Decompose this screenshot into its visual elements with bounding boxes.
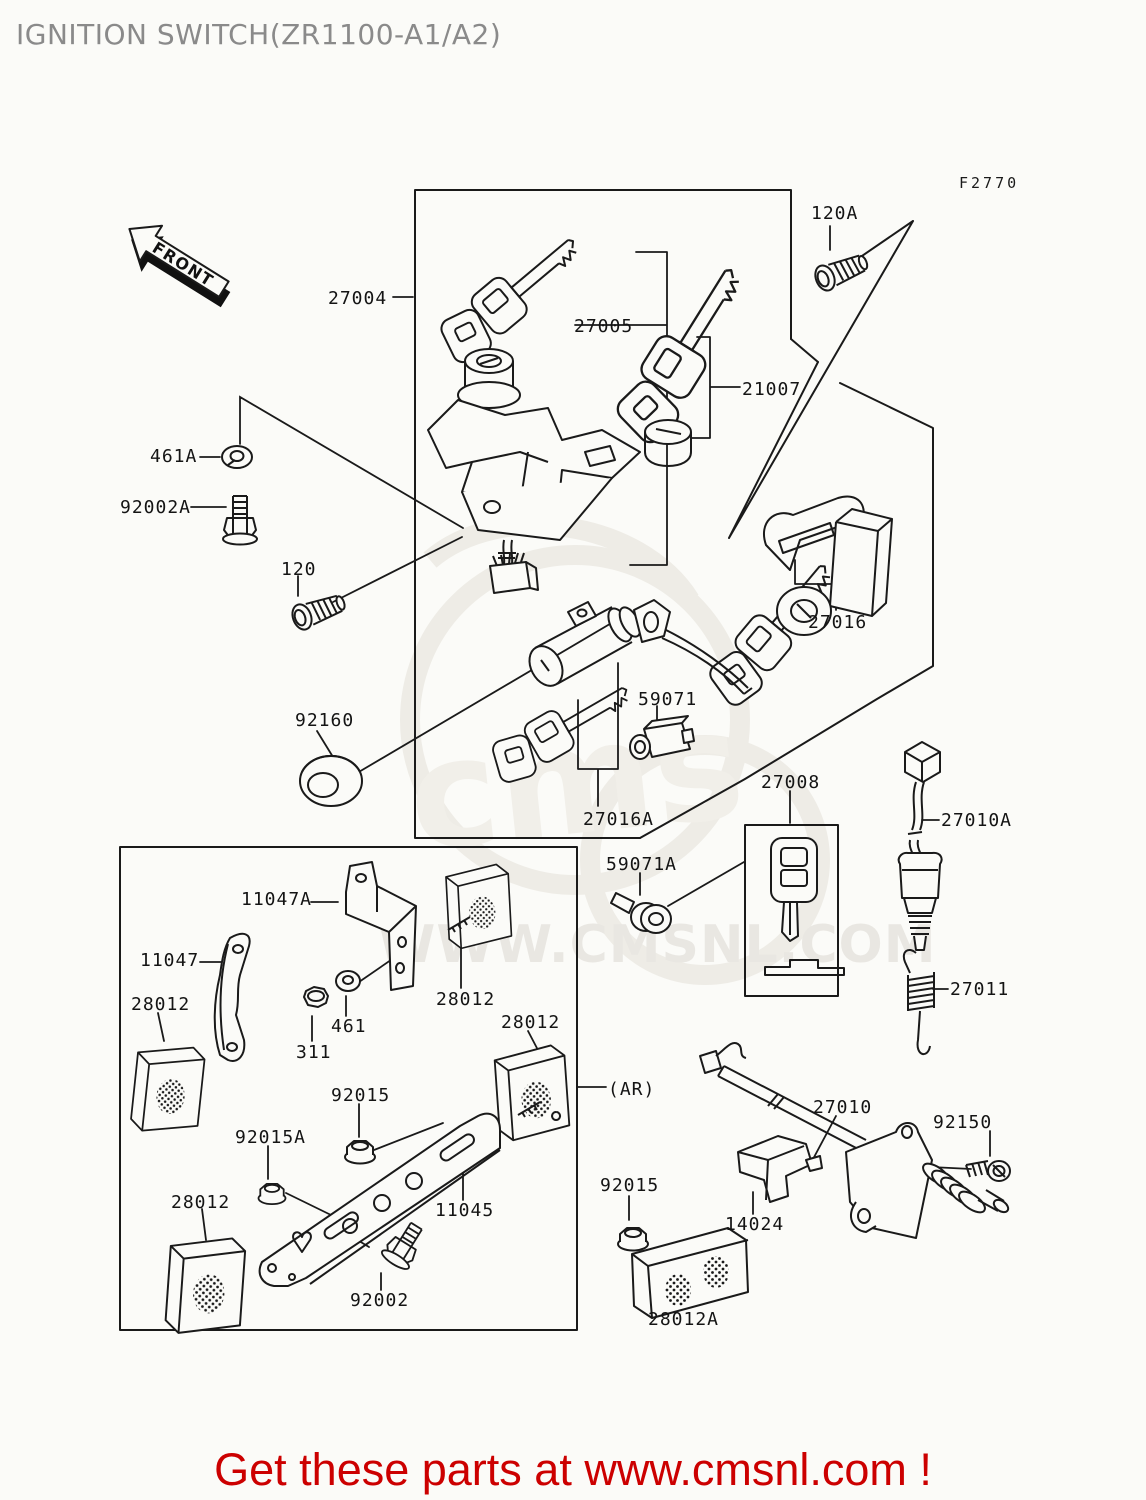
part-label-59071A: 59071A [606, 854, 678, 875]
part-label-27010A: 27010A [941, 810, 1013, 831]
part-label-28012-mid: 28012 [436, 989, 496, 1010]
part-label-28012-left: 28012 [131, 994, 191, 1015]
bracket-14024-drawing [737, 1135, 823, 1203]
part-label-27011: 27011 [950, 979, 1010, 1000]
part-label-461A: 461A [150, 446, 198, 467]
footer-link-text[interactable]: Get these parts at www.cmsnl.com ! [214, 1444, 932, 1495]
part-label-27008: 27008 [761, 772, 821, 793]
part-label-27016: 27016 [808, 612, 868, 633]
washer-461A-drawing [221, 445, 253, 469]
cable-switch-27010-drawing [699, 1042, 1010, 1239]
reflector-stud-mid [447, 916, 471, 933]
grommet-92160-drawing [299, 754, 363, 807]
reflector-28012-right-drawing [493, 1043, 572, 1143]
part-label-27016A: 27016A [583, 809, 655, 830]
front-arrow: FRONT [128, 224, 231, 308]
switch-27010A-drawing [897, 741, 943, 951]
part-label-28012-right: 28012 [501, 1012, 561, 1033]
part-label-92002A: 92002A [120, 497, 192, 518]
part-label-AR: (AR) [608, 1079, 656, 1100]
part-label-92015A: 92015A [235, 1127, 307, 1148]
fuel-cap-drawing [644, 419, 692, 467]
reflector-28012-left-drawing [129, 1040, 207, 1138]
part-label-461: 461 [331, 1016, 367, 1037]
nut-92015-bottom-drawing [617, 1227, 649, 1252]
reflector-28012A-drawing [631, 1227, 749, 1319]
bracket-11047-drawing [213, 932, 251, 1062]
key-blank-27008-drawing [764, 837, 845, 976]
part-label-92015-mid: 92015 [331, 1085, 391, 1106]
washer-461-drawing [335, 970, 361, 992]
part-label-27004: 27004 [328, 288, 388, 309]
bracket-11047A-drawing [345, 861, 417, 991]
page-title: IGNITION SWITCH(ZR1100-A1/A2) [16, 18, 502, 51]
group-boxes [119, 189, 934, 1331]
bolt-92002-drawing [378, 1216, 431, 1274]
reflector-studs-right [517, 1101, 562, 1121]
part-label-11047A: 11047A [241, 889, 313, 910]
part-label-120: 120 [281, 559, 317, 580]
part-label-21007: 21007 [742, 379, 802, 400]
part-label-311: 311 [296, 1042, 332, 1063]
fiche-code: F2770 [959, 174, 1020, 192]
part-label-11045: 11045 [435, 1200, 495, 1221]
reflector-28012-bottom-drawing [163, 1233, 247, 1339]
bracket-11045-drawing [258, 1112, 501, 1287]
key-27005-drawing [428, 222, 595, 374]
reflector-28012-mid-drawing [444, 863, 513, 950]
part-label-14024: 14024 [725, 1214, 785, 1235]
part-label-27005: 27005 [574, 316, 634, 337]
bolt-120A-drawing [810, 248, 873, 295]
part-label-11047: 11047 [140, 950, 200, 971]
nut-92015A-drawing [257, 1183, 287, 1206]
nut-311-drawing [303, 986, 329, 1008]
seat-lock-barrel-drawing [528, 599, 753, 695]
nut-92015-mid-drawing [344, 1140, 376, 1165]
part-label-92150: 92150 [933, 1112, 993, 1133]
part-label-28012-bottom: 28012 [171, 1192, 231, 1213]
part-label-28012A: 28012A [648, 1309, 720, 1330]
part-label-92160: 92160 [295, 710, 355, 731]
screw-92150-drawing [965, 1160, 1011, 1182]
helmet-lock-drawing [763, 495, 893, 636]
ignition-switch-drawing [427, 348, 641, 594]
spring-27011-drawing [902, 949, 935, 1056]
part-label-120A: 120A [811, 203, 859, 224]
part-label-59071: 59071 [638, 689, 698, 710]
clamp-59071A-drawing [610, 892, 672, 934]
part-label-27010: 27010 [813, 1097, 873, 1118]
part-label-92015-bottom: 92015 [600, 1175, 660, 1196]
bolt-92002A-drawing [222, 495, 258, 546]
part-label-92002: 92002 [350, 1290, 410, 1311]
switch-59071-drawing [629, 715, 695, 760]
